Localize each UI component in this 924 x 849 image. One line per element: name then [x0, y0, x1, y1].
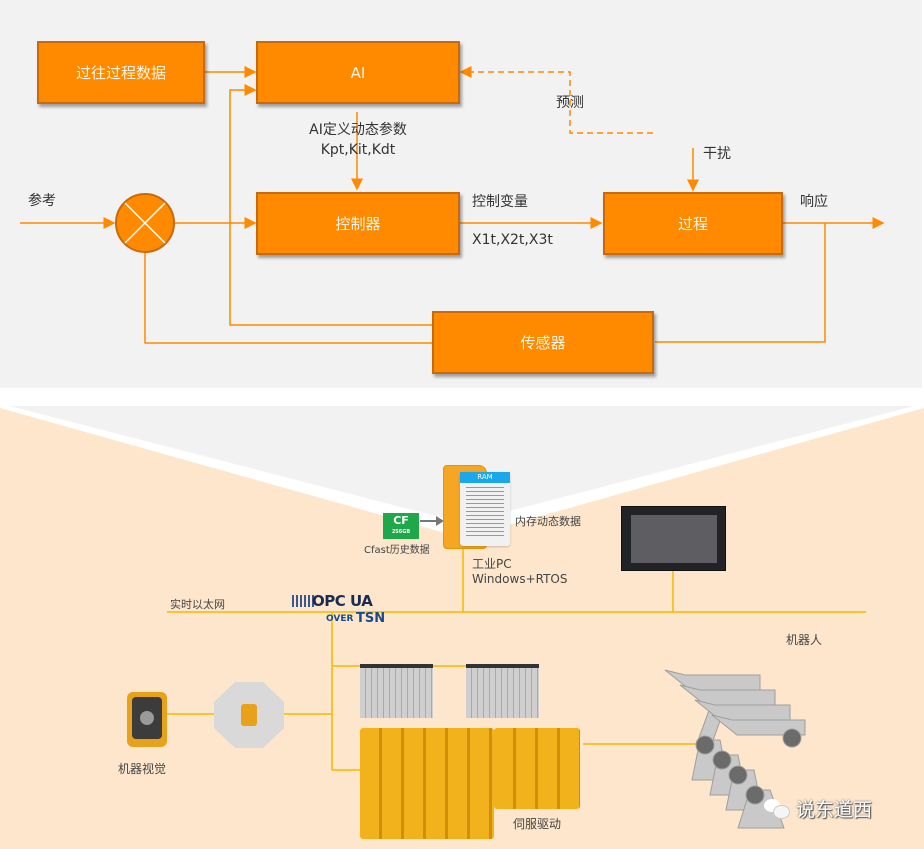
io-module-1	[360, 664, 433, 718]
process-block: 过程	[603, 192, 783, 255]
feedback-to-ai-line	[229, 84, 432, 326]
io-module-2	[466, 664, 539, 718]
watermark-text: 说东道西	[796, 799, 873, 821]
vision-lighting-hub-icon	[214, 682, 284, 748]
cf-card-icon: CF 256GB	[383, 513, 419, 539]
control-loop-connectors	[20, 66, 885, 344]
vision-label: 机器视觉	[118, 762, 167, 776]
watermark: 说东道西	[764, 795, 872, 822]
ai-params-line2: Kpt,Kit,Kdt	[320, 142, 396, 158]
servo-drive-group-short	[494, 728, 580, 809]
cfast-label: Cfast历史数据	[364, 545, 430, 556]
summing-junction	[115, 193, 175, 253]
control-var-label: 控制变量	[472, 194, 528, 210]
sensor-label: 传感器	[520, 334, 566, 352]
ram-data-label: 内存动态数据	[515, 515, 581, 528]
robot-label: 机器人	[786, 633, 823, 647]
cf-card-label: CF	[393, 514, 409, 527]
prediction-label: 预测	[556, 95, 584, 111]
tsn-text: TSN	[356, 611, 386, 626]
vision-camera-icon	[127, 692, 167, 747]
past-data-block: 过往过程数据	[37, 41, 205, 104]
response-to-sensor-line	[655, 223, 826, 343]
disturbance-label: 干扰	[703, 146, 731, 162]
past-data-label: 过往过程数据	[75, 64, 166, 82]
ai-params-label: AI定义动态参数 Kpt,Kit,Kdt	[296, 120, 420, 160]
hmi-panel-icon	[621, 506, 726, 571]
response-label: 响应	[800, 194, 828, 210]
ipc-line2: Windows+RTOS	[472, 572, 568, 586]
ipc-line1: 工业PC	[472, 557, 512, 571]
servo-label: 伺服驱动	[513, 817, 562, 831]
sensor-block: 传感器	[432, 311, 654, 374]
ai-block: AI	[256, 41, 460, 104]
servo-drive-group	[360, 728, 494, 839]
ram-label: RAM	[460, 472, 510, 483]
cf-card-size: 256GB	[391, 529, 411, 535]
ai-params-line1: AI定义动态参数	[309, 122, 407, 138]
over-text: OVER	[326, 614, 354, 624]
opcua-logo: OPC UA OVER TSN	[290, 592, 386, 630]
controller-label: 控制器	[335, 215, 381, 233]
prediction-dashed-line	[459, 66, 653, 134]
wechat-icon	[764, 798, 790, 819]
ram-data-lines	[466, 487, 504, 537]
controller-block: 控制器	[256, 192, 460, 255]
opcua-text: OPC UA	[312, 592, 373, 610]
ipc-label: 工业PC Windows+RTOS	[472, 557, 567, 587]
sensor-feedback-line	[144, 253, 432, 344]
ai-label: AI	[350, 63, 366, 82]
opcua-swoosh-icon	[292, 595, 316, 607]
ethernet-label: 实时以太网	[170, 598, 225, 611]
process-label: 过程	[677, 215, 708, 233]
ram-card: RAM	[460, 472, 510, 546]
reference-label: 参考	[28, 193, 56, 209]
control-values-label: X1t,X2t,X3t	[472, 232, 553, 248]
